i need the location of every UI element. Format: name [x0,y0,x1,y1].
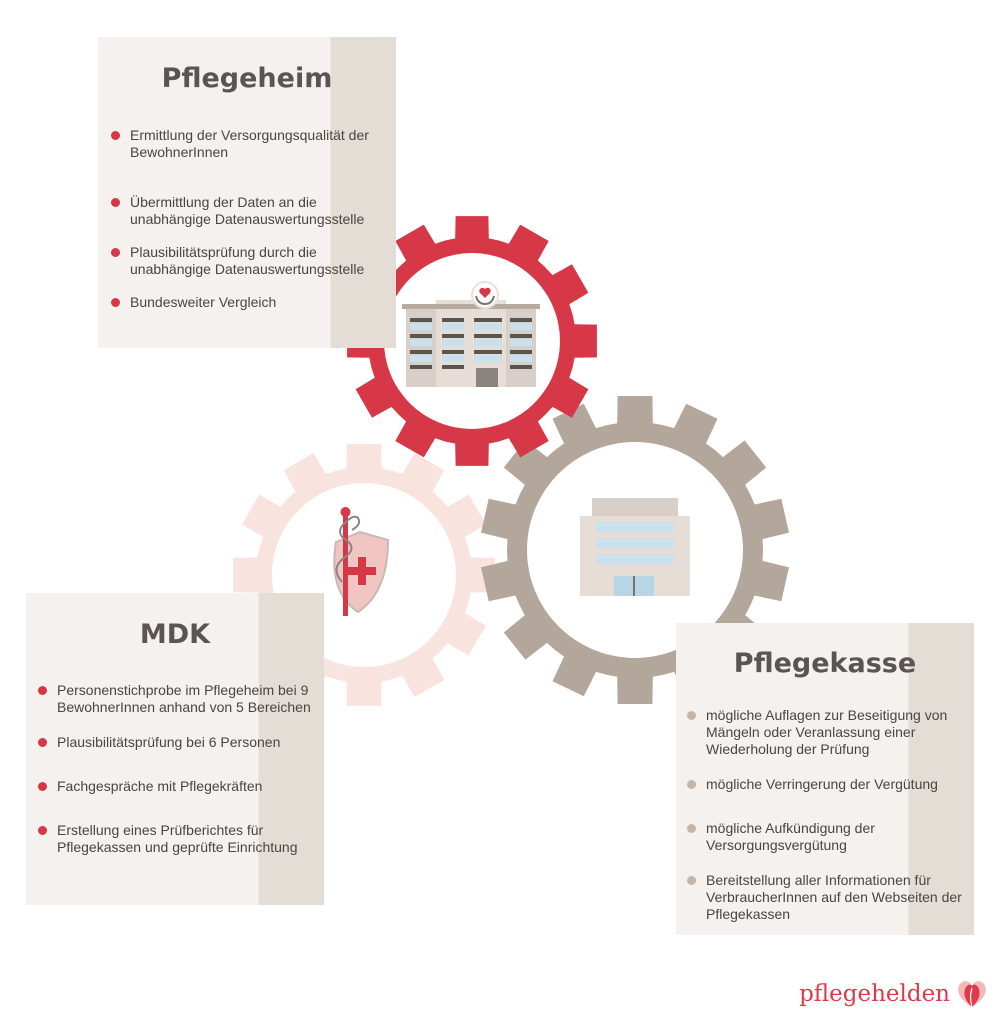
heart-hands-icon [475,287,495,306]
pflegeheim-panel: Pflegeheim Ermittlung der Versorgungsqua… [98,37,396,348]
bullet-dot [687,876,696,885]
bullet-dot [38,826,47,835]
nursing-home-building-icon [402,281,540,387]
list-item: Plausibilitätsprüfung durch die unabhäng… [111,244,392,278]
pflegeheim-title: Pflegeheim [161,63,333,94]
logo-text: pflegehelden [799,981,950,1007]
heart-logo-icon [958,981,986,1008]
mdk-panel: MDK Personenstichprobe im Pflegeheim bei… [26,593,324,905]
list-item: mögliche Aufkündigung der Versorgungsver… [687,820,972,854]
bullet-dot [111,131,120,140]
pflegekasse-title: Pflegekasse [733,648,917,679]
bullet-dot [38,782,47,791]
list-item: Bereitstellung aller Informationen für V… [687,872,972,923]
bullet-dot [111,198,120,207]
list-item: Personenstichprobe im Pflegeheim bei 9 B… [38,682,319,716]
list-item: mögliche Auflagen zur Beseitigung von Mä… [687,707,972,758]
pflegehelden-logo[interactable]: pflegehelden [799,976,990,1012]
bullet-dot [38,686,47,695]
bullet-dot [111,248,120,257]
list-item: Übermittlung der Daten an die unabhängig… [111,194,392,228]
bullet-dot [38,738,47,747]
bullet-dot [687,780,696,789]
pflegeheim-list: Ermittlung der Versorgungsqualität der B… [111,127,392,311]
list-item: Ermittlung der Versorgungsqualität der B… [111,127,392,161]
pflegekasse-list: mögliche Auflagen zur Beseitigung von Mä… [687,707,972,923]
bullet-dot [687,824,696,833]
list-item: mögliche Verringerung der Vergütung [687,776,972,793]
insurance-building-icon [580,498,690,596]
bullet-dot [687,711,696,720]
bullet-dot [111,298,120,307]
list-item: Erstellung eines Prüfberichtes für Pfleg… [38,822,319,856]
caduceus-shield-icon [333,507,390,616]
mdk-list: Personenstichprobe im Pflegeheim bei 9 B… [38,682,319,856]
pflegekasse-panel: Pflegekasse mögliche Auflagen zur Beseit… [676,623,974,935]
list-item: Bundesweiter Vergleich [111,294,392,311]
list-item: Fachgespräche mit Pflegekräften [38,778,319,795]
mdk-title: MDK [139,619,211,650]
list-item: Plausibilitätsprüfung bei 6 Personen [38,734,319,751]
